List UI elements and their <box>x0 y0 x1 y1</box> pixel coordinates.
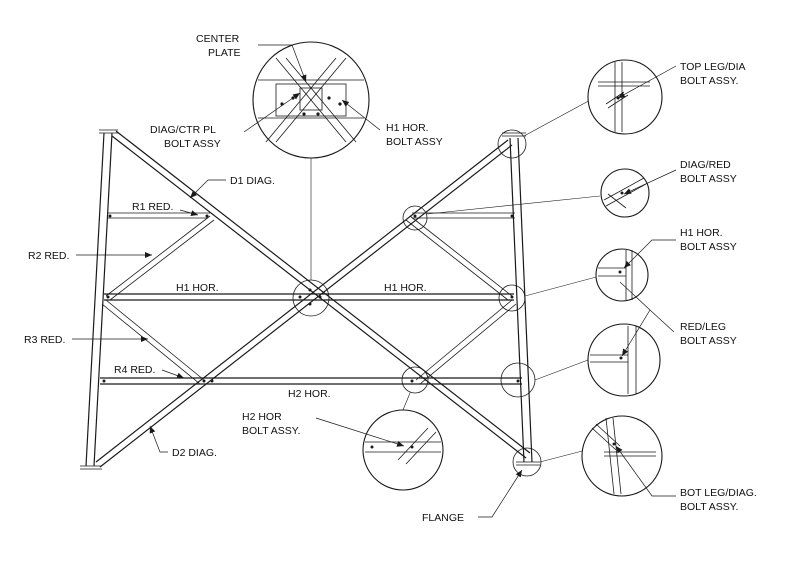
label-d1-diag: D1 DIAG. <box>230 175 275 187</box>
label-bot-leg-diag-1: BOT LEG/DIAG. <box>680 487 757 499</box>
right-leg <box>502 132 540 466</box>
detail-center-plate <box>252 41 370 159</box>
label-h1-hor-bolt-right-2: BOLT ASSY <box>680 241 737 253</box>
label-diag-red-2: BOLT ASSY <box>680 173 737 185</box>
r3-reducer-right <box>415 299 517 385</box>
label-r1-red: R1 RED. <box>132 201 173 213</box>
label-h1-hor-bolt-2: BOLT ASSY <box>386 136 443 148</box>
label-r4-red: R4 RED. <box>114 364 155 376</box>
labels: CENTER PLATE DIAG/CTR PL BOLT ASSY H1 HO… <box>24 33 757 524</box>
label-r3-red: R3 RED. <box>24 334 65 346</box>
detail-red-leg <box>587 323 661 397</box>
label-flange: FLANGE <box>422 512 464 524</box>
label-h1-hor-bolt-right-1: H1 HOR. <box>680 227 723 239</box>
label-h1-hor-left: H1 HOR. <box>176 282 219 294</box>
h1-horizontal <box>104 293 514 301</box>
label-diag-ctr-pl-1: DIAG/CTR PL <box>150 124 216 136</box>
r1-reducer-right <box>412 212 515 219</box>
main-frame <box>80 129 540 470</box>
detail-h1-hor-bolt-right <box>595 248 649 302</box>
label-bot-leg-diag-2: BOLT ASSY. <box>680 501 738 513</box>
label-r2-red: R2 RED. <box>28 250 69 262</box>
label-red-leg-2: BOLT ASSY <box>680 335 737 347</box>
label-red-leg-1: RED/LEG <box>680 321 726 333</box>
label-center-plate-1: CENTER <box>196 33 240 45</box>
bolt-hole-dots <box>102 214 520 383</box>
h2-horizontal <box>100 377 522 385</box>
r2-reducer <box>105 215 215 301</box>
label-top-leg-dia-2: BOLT ASSY. <box>680 75 738 87</box>
label-center-plate-2: PLATE <box>208 47 240 59</box>
label-h2-hor: H2 HOR. <box>288 388 331 400</box>
left-leg <box>80 129 118 470</box>
label-diag-red-1: DIAG/RED <box>680 159 731 171</box>
d2-diagonal <box>95 139 513 468</box>
detail-bot-leg-diag <box>581 415 663 497</box>
detail-connectors <box>310 97 601 463</box>
leader-arrow <box>72 44 677 518</box>
r3-reducer <box>101 299 205 385</box>
label-top-leg-dia-1: TOP LEG/DIA <box>680 61 746 73</box>
detail-h2-hor-bolt <box>362 409 444 491</box>
label-h1-hor-right: H1 HOR. <box>384 282 427 294</box>
label-h2-hor-bolt-2: BOLT ASSY. <box>242 425 300 437</box>
label-d2-diag: D2 DIAG. <box>172 447 217 459</box>
detail-diag-red <box>600 168 650 218</box>
label-diag-ctr-pl-2: BOLT ASSY <box>164 138 221 150</box>
detail-top-leg-dia <box>587 59 663 135</box>
label-h2-hor-bolt-1: H2 HOR <box>242 411 282 423</box>
r2-reducer-right <box>405 215 513 301</box>
label-h1-hor-bolt-1: H1 HOR. <box>386 122 429 134</box>
